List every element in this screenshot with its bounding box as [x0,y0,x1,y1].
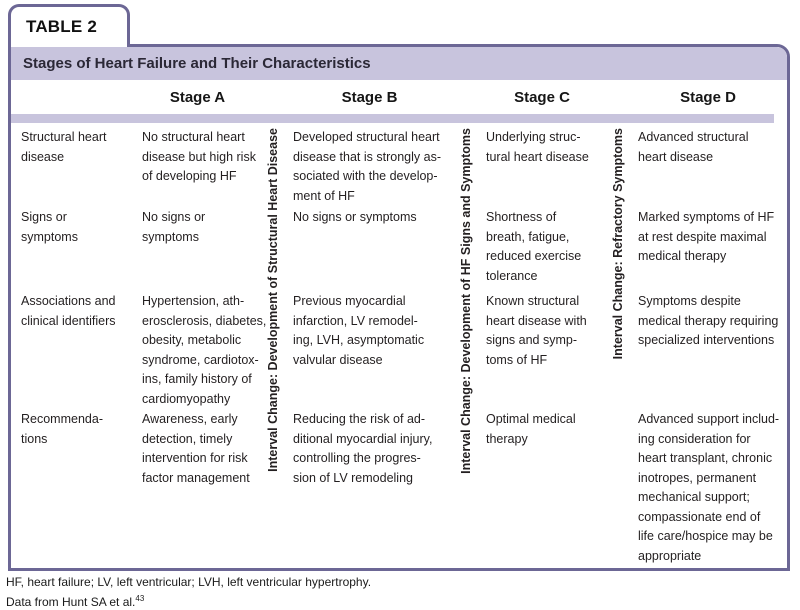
row-label-signs-or-symptoms: Signs or symptoms [11,208,133,292]
stage-b-header: Stage B [284,89,455,106]
interval-change-label-3: Interval Change: Refractory Symptoms [611,128,625,359]
source-note: Data from Hunt SA et al.43 [6,591,371,610]
stage-a-recommendations-cell: Awareness, early detection, timely inter… [133,410,262,568]
stage-d-recommendations-cell: Advanced support includ- ing considerati… [629,410,787,568]
interval-change-strip-1: Interval Change: Development of Structur… [262,128,284,568]
row-label-structural-heart-disease: Structural heart disease [11,128,133,208]
stage-d-structural-cell: Advanced structural heart disease [629,128,787,208]
stage-c-signs-cell: Shortness of breath, fatigue, reduced ex… [477,208,607,292]
stage-c-header: Stage C [477,89,607,106]
stage-c-recommendations-cell: Optimal medical therapy [477,410,607,568]
row-label-recommendations: Recommenda- tions [11,410,133,568]
stage-c-structural-cell: Underlying struc- tural heart disease [477,128,607,208]
table-number-label: TABLE 2 [26,17,97,37]
interval-change-strip-2: Interval Change: Development of HF Signs… [455,128,477,568]
source-reference-superscript: 43 [135,594,144,603]
stage-header-row: Stage A Stage B Stage C Stage D [11,80,787,114]
source-note-text: Data from Hunt SA et al. [6,595,135,609]
table-body: Interval Change: Development of Structur… [11,123,787,568]
table-title: Stages of Heart Failure and Their Charac… [23,55,371,72]
stage-a-signs-cell: No signs or symptoms [133,208,262,292]
table-title-bar: Stages of Heart Failure and Their Charac… [11,47,787,80]
footnotes: HF, heart failure; LV, left ventricular;… [6,575,371,610]
stage-b-structural-cell: Developed structural heart disease that … [284,128,455,208]
header-divider-bar [11,114,774,123]
stage-b-signs-cell: No signs or symptoms [284,208,455,292]
table-number-tab: TABLE 2 [8,4,130,47]
abbreviations-note: HF, heart failure; LV, left ventricular;… [6,575,371,591]
interval-change-label-1: Interval Change: Development of Structur… [266,128,280,472]
stage-d-signs-cell: Marked symptoms of HF at rest despite ma… [629,208,787,292]
stage-a-header: Stage A [133,89,262,106]
stage-b-associations-cell: Previous myocardial infarction, LV remod… [284,292,455,410]
stage-a-structural-cell: No structural heart disease but high ris… [133,128,262,208]
table-frame: Stages of Heart Failure and Their Charac… [8,44,790,571]
stage-c-associations-cell: Known structural heart disease with sign… [477,292,607,410]
interval-change-label-2: Interval Change: Development of HF Signs… [459,128,473,474]
row-label-associations: Associations and clinical identifiers [11,292,133,410]
interval-change-strip-3: Interval Change: Refractory Symptoms [607,128,629,568]
stage-d-associations-cell: Symptoms despite medical therapy requiri… [629,292,787,410]
stage-a-associations-cell: Hypertension, ath- erosclerosis, diabete… [133,292,262,410]
stage-b-recommendations-cell: Reducing the risk of ad- ditional myocar… [284,410,455,568]
stage-d-header: Stage D [629,89,787,106]
